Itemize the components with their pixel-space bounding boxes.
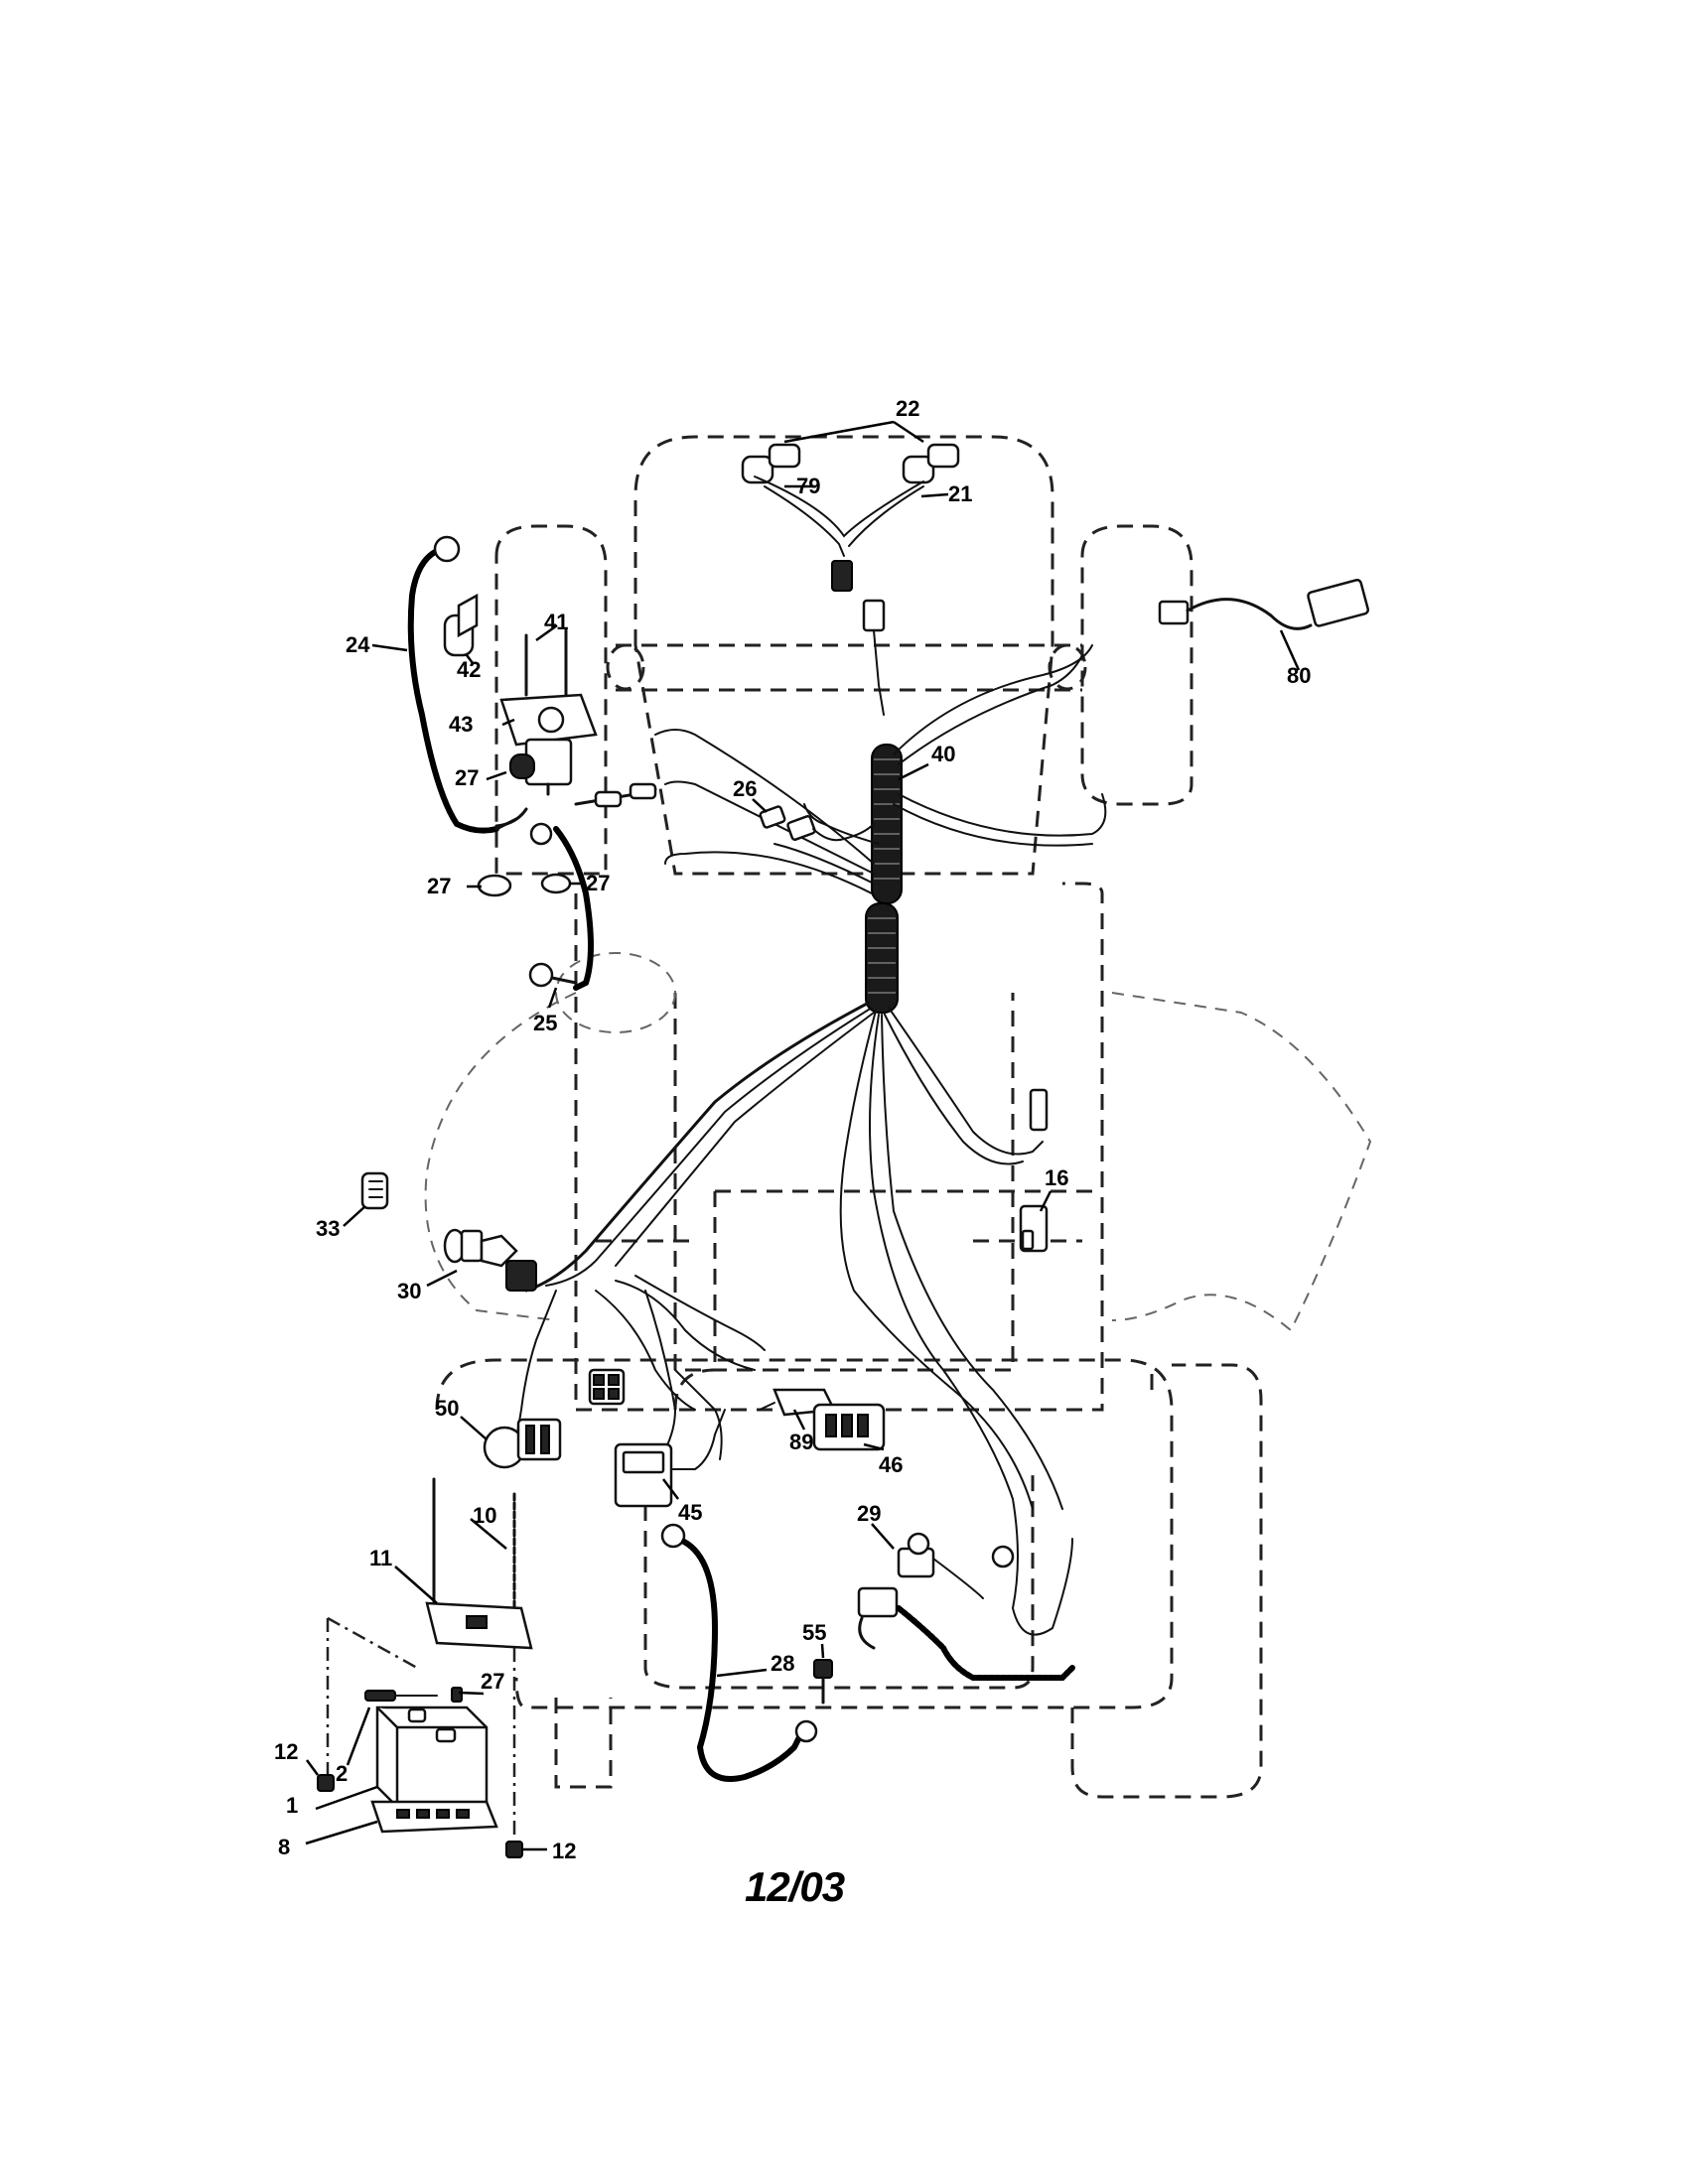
part-16-switch xyxy=(1019,1088,1049,1253)
callout-27-nut-right: 27 xyxy=(586,871,610,895)
part-80-cable xyxy=(1158,578,1370,630)
callout-16: 16 xyxy=(1045,1165,1068,1190)
harness-coil-upper xyxy=(871,744,903,904)
callout-26: 26 xyxy=(733,776,757,801)
callout-30: 30 xyxy=(397,1279,421,1303)
callout-43: 43 xyxy=(449,712,473,737)
callout-2: 2 xyxy=(336,1761,348,1786)
callout-leaders xyxy=(305,420,1301,1851)
part-26-connectors xyxy=(759,805,875,842)
harness-coil-lower xyxy=(865,902,899,1014)
callout-27-solenoid: 27 xyxy=(455,765,479,790)
callout-89: 89 xyxy=(789,1430,813,1454)
callout-33: 33 xyxy=(316,1216,340,1241)
part-33-clip xyxy=(360,1171,389,1210)
wire-connector-plug xyxy=(588,1368,626,1406)
callout-80: 80 xyxy=(1287,663,1311,688)
callout-79: 79 xyxy=(796,474,820,498)
callout-28: 28 xyxy=(771,1651,794,1676)
callout-41: 41 xyxy=(544,610,568,634)
callout-25: 25 xyxy=(533,1011,557,1035)
callout-50: 50 xyxy=(435,1396,459,1421)
ground-cable-28 xyxy=(660,1523,818,1782)
part-55-bolt xyxy=(813,1659,833,1705)
solenoid-assembly xyxy=(443,593,657,897)
part-45-hour-meter xyxy=(614,1409,726,1508)
main-wire-harness xyxy=(515,644,1107,1636)
callout-29: 29 xyxy=(857,1501,881,1526)
date-stamp: 12/03 xyxy=(745,1863,845,1910)
callout-27-nut-left: 27 xyxy=(427,874,451,898)
headlight-assembly xyxy=(741,443,960,716)
callout-42: 42 xyxy=(457,657,481,682)
callout-labels: 22 79 21 80 24 41 42 43 27 27 27 26 40 2… xyxy=(274,396,1311,1863)
callout-10: 10 xyxy=(473,1503,496,1528)
part-30-ignition-switch xyxy=(443,1228,537,1292)
callout-24: 24 xyxy=(346,632,370,657)
part-29-solenoid xyxy=(897,1532,1015,1599)
callout-46: 46 xyxy=(879,1452,903,1477)
tractor-outline xyxy=(424,435,1372,1799)
callout-55: 55 xyxy=(802,1620,826,1645)
callout-1: 1 xyxy=(286,1793,298,1818)
callout-21: 21 xyxy=(948,481,972,506)
callout-40: 40 xyxy=(931,742,955,766)
callout-12-right: 12 xyxy=(552,1839,576,1863)
callout-27-battery: 27 xyxy=(481,1669,504,1694)
callout-12-left: 12 xyxy=(274,1739,298,1764)
coiled-cord xyxy=(857,1586,1075,1681)
ground-cable-25 xyxy=(528,826,594,991)
callout-22: 22 xyxy=(896,396,919,421)
part-50-pto-switch xyxy=(483,1418,562,1469)
part-46-fuse-block xyxy=(812,1403,886,1451)
callout-11: 11 xyxy=(369,1546,392,1570)
callout-45: 45 xyxy=(678,1500,702,1525)
callout-8: 8 xyxy=(278,1835,290,1859)
